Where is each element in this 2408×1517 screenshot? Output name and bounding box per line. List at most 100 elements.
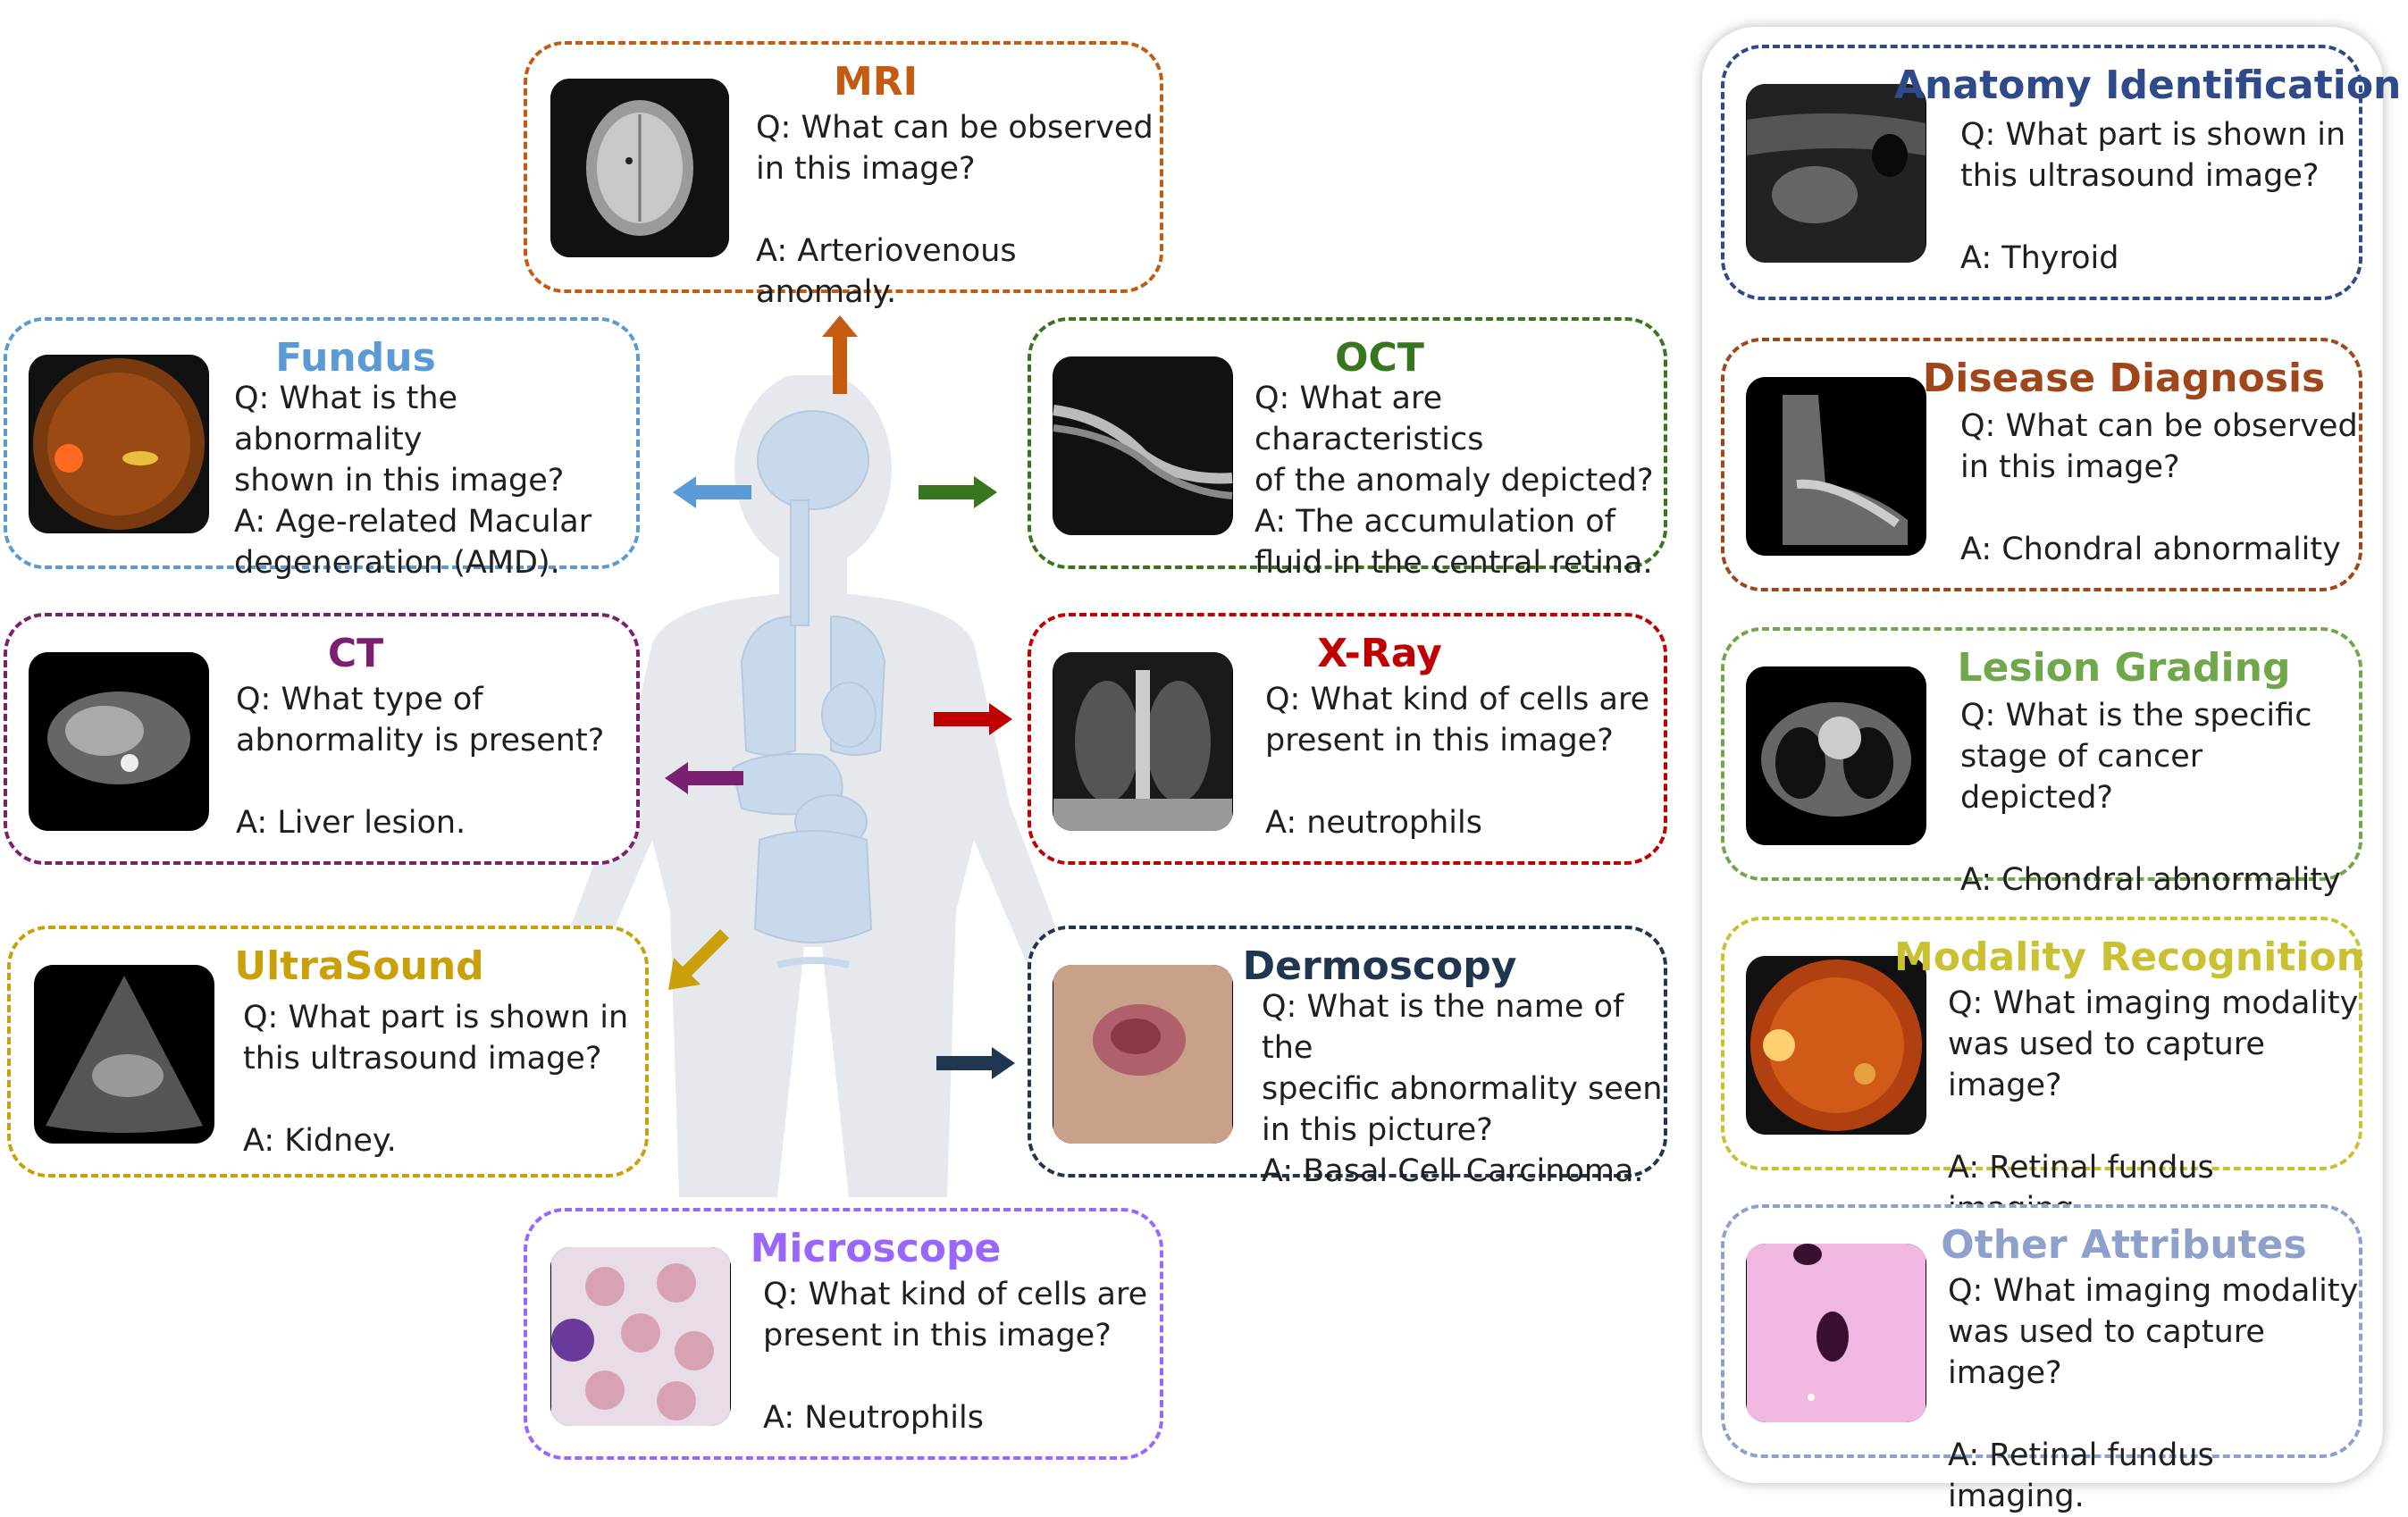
lesion-question-1: Q: What is the specific <box>1960 698 2312 733</box>
modality-fundus-image <box>1746 956 1926 1135</box>
fundus-answer-2: degeneration (AMD). <box>234 545 560 581</box>
other-question-1: Q: What imaging modality <box>1948 1273 2359 1309</box>
dermoscopy-answer: A: Basal Cell Carcinoma. <box>1262 1153 1644 1189</box>
mri-answer: A: Arteriovenous anomaly. <box>756 233 1017 310</box>
oct-answer-1: A: The accumulation of <box>1254 504 1615 540</box>
ultrasound-question-1: Q: What part is shown in <box>243 1000 629 1035</box>
oct-answer-2: fluid in the central retina. <box>1254 545 1653 581</box>
modality-qa: Q: What imaging modality was used to cap… <box>1948 983 2359 1229</box>
xray-image <box>1053 652 1233 831</box>
disease-title: Disease Diagnosis <box>1922 356 2326 401</box>
oct-card: OCT Q: What are characteristics of the a… <box>1028 317 1667 581</box>
disease-answer: A: Chondral abnormality <box>1960 532 2341 567</box>
anatomy-answer: A: Thyroid <box>1960 240 2119 276</box>
lesion-answer: A: Chondral abnormality <box>1960 862 2341 898</box>
xray-question-2: present in this image? <box>1265 723 1614 758</box>
ct-card: CT Q: What type of abnormality is presen… <box>4 613 640 865</box>
microscope-question-2: present in this image? <box>763 1318 1112 1354</box>
arrow-left-fundus <box>673 476 751 508</box>
dermoscopy-question-2: specific abnormality seen <box>1262 1071 1663 1107</box>
arrow-down-left-ultrasound <box>668 929 729 990</box>
ct-answer: A: Liver lesion. <box>236 805 466 841</box>
microscope-image <box>550 1247 731 1426</box>
anatomy-title: Anatomy Identification <box>1894 63 2402 108</box>
mri-brain-image <box>550 79 729 257</box>
xray-title: X-Ray <box>1317 631 1442 676</box>
dermoscopy-question-3: in this picture? <box>1262 1112 1493 1148</box>
other-answer: A: Retinal fundus imaging. <box>1948 1437 2214 1514</box>
lesion-question-2: stage of cancer depicted? <box>1960 739 2203 816</box>
anatomy-card: Anatomy Identification Q: What part is s… <box>1721 45 2402 300</box>
anatomy-question-2: this ultrasound image? <box>1960 158 2320 194</box>
ultrasound-answer: A: Kidney. <box>243 1123 397 1159</box>
arrow-up-mri <box>822 315 858 394</box>
modality-card: Modality Recognition Q: What imaging mod… <box>1721 917 2365 1227</box>
xray-question-1: Q: What kind of cells are <box>1265 682 1650 717</box>
microscope-qa: Q: What kind of cells are present in thi… <box>763 1274 1147 1438</box>
anatomy-question-1: Q: What part is shown in <box>1960 117 2346 153</box>
other-card: Other Attributes Q: What imaging modalit… <box>1721 1204 2362 1514</box>
ultrasound-title: UltraSound <box>234 943 484 989</box>
ultrasound-qa: Q: What part is shown in this ultrasound… <box>243 997 628 1161</box>
fundus-question-2: shown in this image? <box>234 463 565 499</box>
ultrasound-image <box>34 965 214 1144</box>
ct-title: CT <box>327 631 384 676</box>
other-question-2: was used to capture image? <box>1948 1314 2265 1391</box>
microscope-title: Microscope <box>750 1226 1002 1271</box>
lesion-title: Lesion Grading <box>1957 645 2291 691</box>
fundus-answer-1: A: Age-related Macular <box>234 504 592 540</box>
anatomy-qa: Q: What part is shown in this ultrasound… <box>1960 114 2345 279</box>
ct-image <box>29 652 209 831</box>
arrow-right-oct <box>919 476 997 508</box>
arrow-left-ct <box>665 762 743 794</box>
mri-qa: Q: What can be observed in this image? A… <box>756 107 1160 313</box>
oct-question-1: Q: What are characteristics <box>1254 381 1484 457</box>
xray-qa: Q: What kind of cells are present in thi… <box>1265 679 1649 843</box>
arrow-right-xray <box>934 703 1012 735</box>
disease-question-1: Q: What can be observed <box>1960 408 2358 444</box>
mri-card: MRI Q: What can be observed in this imag… <box>524 41 1163 310</box>
anatomy-ultrasound-image <box>1746 84 1926 263</box>
microscope-card: Microscope Q: What kind of cells are pre… <box>524 1208 1163 1460</box>
microscope-answer: A: Neutrophils <box>763 1400 984 1436</box>
modality-title: Modality Recognition <box>1894 935 2365 980</box>
fundus-image <box>29 355 209 533</box>
lesion-ct-image <box>1746 666 1926 845</box>
oct-title: OCT <box>1335 335 1424 381</box>
modality-question-1: Q: What imaging modality <box>1948 985 2359 1021</box>
disease-qa: Q: What can be observed in this image? A… <box>1960 406 2358 570</box>
disease-card: Disease Diagnosis Q: What can be observe… <box>1721 338 2362 591</box>
human-body-illustration <box>527 375 1099 1197</box>
other-qa: Q: What imaging modality was used to cap… <box>1948 1270 2359 1517</box>
other-title: Other Attributes <box>1941 1222 2307 1268</box>
lesion-qa: Q: What is the specific stage of cancer … <box>1960 695 2359 901</box>
oct-qa: Q: What are characteristics of the anoma… <box>1254 378 1664 583</box>
fundus-card: Fundus Q: What is the abnormality shown … <box>4 317 640 581</box>
modality-question-2: was used to capture image? <box>1948 1027 2265 1103</box>
ct-qa: Q: What type of abnormality is present? … <box>236 679 604 843</box>
disease-question-2: in this image? <box>1960 449 2180 485</box>
microscope-question-1: Q: What kind of cells are <box>763 1277 1148 1312</box>
ultrasound-question-2: this ultrasound image? <box>243 1041 602 1077</box>
xray-card: X-Ray Q: What kind of cells are present … <box>1028 613 1667 865</box>
dermoscopy-image <box>1053 965 1233 1144</box>
fundus-question-1: Q: What is the abnormality <box>234 381 458 457</box>
xray-answer: A: neutrophils <box>1265 805 1482 841</box>
ultrasound-card: UltraSound Q: What part is shown in this… <box>7 926 649 1178</box>
mri-question-2: in this image? <box>756 151 976 187</box>
other-microscope-image <box>1746 1244 1926 1422</box>
disease-mri-image <box>1746 377 1926 556</box>
mri-title: MRI <box>833 59 919 105</box>
arrow-right-dermoscopy <box>936 1047 1015 1079</box>
oct-question-2: of the anomaly depicted? <box>1254 463 1654 499</box>
mri-question-1: Q: What can be observed <box>756 110 1154 146</box>
dermoscopy-card: Dermoscopy Q: What is the name of the sp… <box>1028 926 1667 1189</box>
oct-image <box>1053 356 1233 535</box>
dermoscopy-question-1: Q: What is the name of the <box>1262 989 1624 1066</box>
fundus-title: Fundus <box>275 335 436 381</box>
fundus-qa: Q: What is the abnormality shown in this… <box>234 378 636 583</box>
lesion-card: Lesion Grading Q: What is the specific s… <box>1721 627 2362 898</box>
dermoscopy-title: Dermoscopy <box>1242 943 1517 989</box>
ct-question-2: abnormality is present? <box>236 723 605 758</box>
dermoscopy-qa: Q: What is the name of the specific abno… <box>1262 986 1664 1192</box>
